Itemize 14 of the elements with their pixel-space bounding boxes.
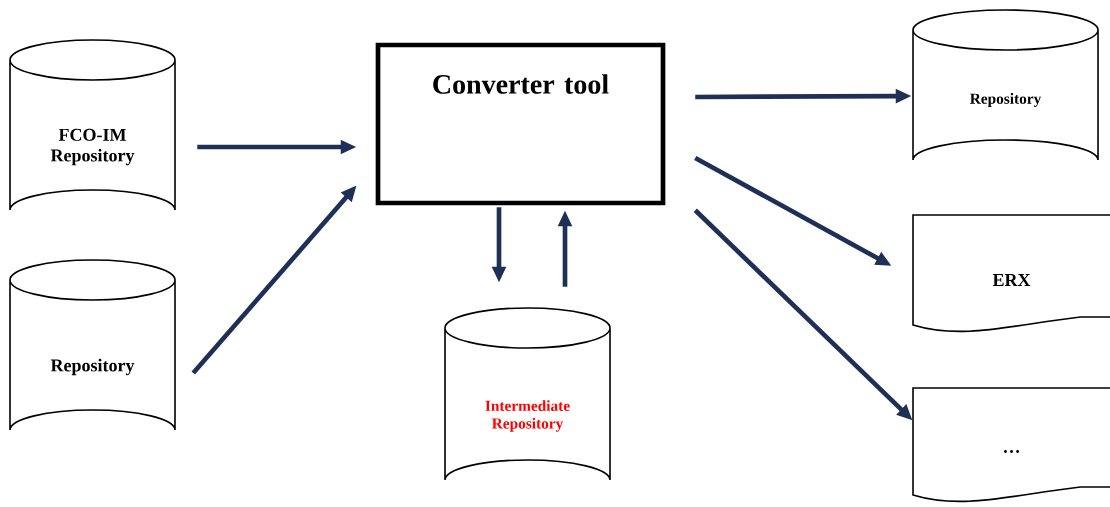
node-text: ERX	[992, 274, 1031, 286]
database-cylinder	[9, 259, 176, 431]
node-text: Repository	[970, 93, 1042, 107]
process-box	[375, 42, 666, 206]
node-text: Intermediate Repository	[485, 400, 570, 432]
document-shape	[912, 214, 1110, 333]
node-text: Converter tool	[433, 74, 609, 94]
node-text: FCO-IM Repository	[50, 128, 135, 166]
database-cylinder	[912, 9, 1099, 161]
database-cylinder	[9, 39, 176, 211]
node-text: Repository	[50, 358, 135, 376]
database-cylinder	[444, 307, 611, 481]
node-text: …	[1004, 450, 1020, 453]
document-shape	[912, 387, 1110, 503]
